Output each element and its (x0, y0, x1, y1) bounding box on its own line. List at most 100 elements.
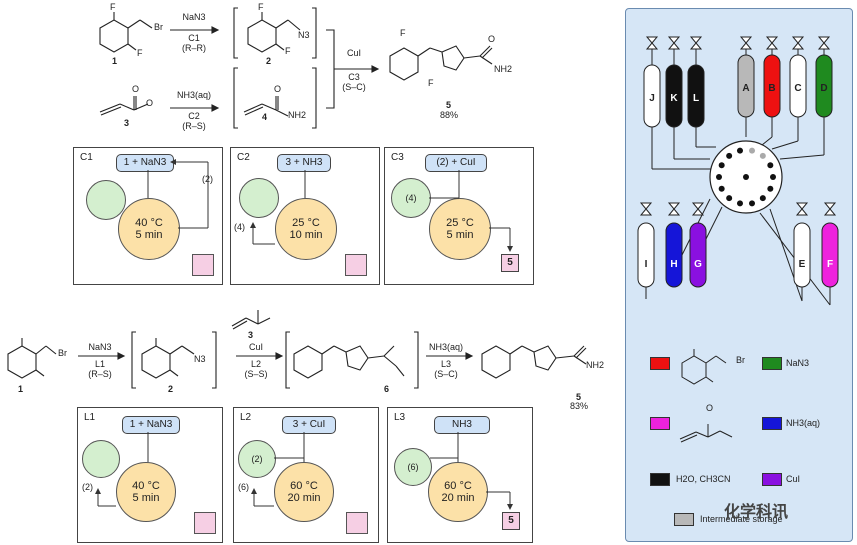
reactor-circle: 25 °C 10 min (275, 198, 337, 260)
cpd5-nh2-label: NH2 (494, 64, 513, 74)
apparatus-panel: J K L A B C D I H G E F Br NaN3 O NH3(aq… (625, 8, 853, 542)
vessel-label-l: L (692, 93, 700, 104)
top-br-label: Br (154, 22, 163, 32)
l-step3-code: L3 (440, 359, 451, 369)
top-f2-label: F (137, 48, 143, 58)
legend-label-storage: Intermediate storage (700, 514, 783, 524)
valve-icon (689, 36, 703, 50)
step1-code: C1 (188, 33, 200, 43)
reagent-box: 3 + CuI (282, 416, 336, 434)
panel-c2-lines (250, 170, 306, 245)
panel-title: C3 (391, 152, 404, 163)
vessel-label-g: G (694, 259, 702, 270)
product-vessel (194, 512, 216, 534)
reactor-temp: 40 °C (132, 480, 160, 492)
product-vessel (345, 254, 367, 276)
valve-port (749, 147, 756, 154)
vessel-l (687, 64, 705, 128)
panel-l1-lines (95, 432, 149, 507)
vessel-label-b: B (768, 83, 776, 94)
vessel-f (821, 222, 839, 288)
b-compound-2-label: 2 (168, 384, 174, 394)
reactor-circle: 40 °C 5 min (116, 462, 176, 522)
valve-port (718, 185, 725, 192)
l-step2-type: (S–S) (244, 369, 268, 379)
valve-icon (645, 36, 659, 50)
vessel-label-a: A (742, 83, 750, 94)
l-step1-type: (R–S) (88, 369, 112, 379)
step2-code: C2 (188, 111, 200, 121)
vessel-c (789, 54, 807, 118)
vessel-label-k: K (670, 93, 678, 104)
valve-icon (823, 202, 837, 216)
panel-l1: L1 1 + NaN3 40 °C 5 min (2) (77, 407, 223, 543)
green-vessel: (2) (238, 440, 276, 478)
vessel-g (689, 222, 707, 288)
valve-icon (739, 36, 753, 50)
green-vessel (82, 440, 120, 478)
valve-icon (667, 202, 681, 216)
panel-l3-lines (430, 432, 513, 510)
reactor-temp: 40 °C (135, 217, 163, 229)
b-n3-label: N3 (194, 354, 206, 364)
legend-swatch-red (650, 357, 670, 370)
l-step2-code: L2 (250, 359, 261, 369)
valve-icon (791, 36, 805, 50)
panel-title: L2 (240, 412, 252, 423)
vessel-label-h: H (670, 259, 678, 270)
step3-type: (S–C) (342, 82, 366, 92)
reagent-box: (2) + CuI (425, 154, 487, 172)
vessel-label-c: C (794, 83, 802, 94)
valve-center (743, 174, 749, 180)
bottom-yield: 83% (570, 401, 589, 411)
vessel-k (665, 64, 683, 128)
valve-port (736, 147, 743, 154)
panel-l2-lines (251, 432, 305, 507)
valve-port (759, 152, 766, 159)
green-label: (2) (251, 454, 263, 464)
cpd3-o-label: O (132, 84, 140, 94)
valve-port (718, 162, 725, 169)
compound-1-label: 1 (112, 56, 118, 66)
step2-type: (R–S) (182, 121, 206, 131)
green-vessel (239, 178, 279, 218)
cpd2-f2-label: F (285, 46, 291, 56)
panel-c1: C1 1 + NaN3 40 °C 5 min (2) (73, 147, 223, 285)
valve-port (767, 162, 774, 169)
intermediate-note: (6) (238, 482, 249, 492)
valve-port (736, 200, 743, 207)
vessel-a (737, 54, 755, 118)
valve-icon (691, 202, 705, 216)
vessel-b (763, 54, 781, 118)
reactor-time: 5 min (446, 229, 474, 241)
reactor-temp: 25 °C (292, 217, 320, 229)
vessel-i (637, 222, 655, 288)
step3-reagent: CuI (346, 48, 361, 58)
valve-icon (667, 36, 681, 50)
panel-l3: L3 NH3 (6) 60 °C 20 min 5 (387, 407, 533, 543)
panel-l2: L2 3 + CuI (2) 60 °C 20 min (6) (233, 407, 379, 543)
reactor-time: 5 min (135, 229, 163, 241)
intermediate-note: (2) (82, 482, 93, 492)
l-step3-type: (S–C) (434, 369, 458, 379)
step3-code: C3 (348, 72, 360, 82)
panel-c3: C3 (2) + CuI (4) 25 °C 5 min 5 (384, 147, 534, 285)
reactor-circle: 60 °C 20 min (428, 462, 488, 522)
valve-port (767, 185, 774, 192)
intermediate-note: (4) (234, 222, 245, 232)
l-step1-code: L1 (94, 359, 105, 369)
legend-label-cui: CuI (786, 474, 801, 484)
compound-3-label: 3 (124, 118, 130, 128)
panel-c1-lines (147, 159, 209, 229)
cpd2-n3-label: N3 (298, 30, 310, 40)
panel-c3-lines (429, 170, 513, 252)
reactor-time: 20 min (441, 492, 475, 504)
panel-c2: C2 3 + NH3 25 °C 10 min (4) (230, 147, 380, 285)
valve-icon (817, 36, 831, 50)
legend-label-nh3: NH3(aq) (786, 418, 821, 428)
compound-2-label: 2 (266, 56, 272, 66)
cpd4-nh2-label: NH2 (288, 110, 307, 120)
panel-title: C2 (237, 152, 250, 163)
reactor-time: 10 min (289, 229, 323, 241)
reagent-box: NH3 (434, 416, 490, 434)
